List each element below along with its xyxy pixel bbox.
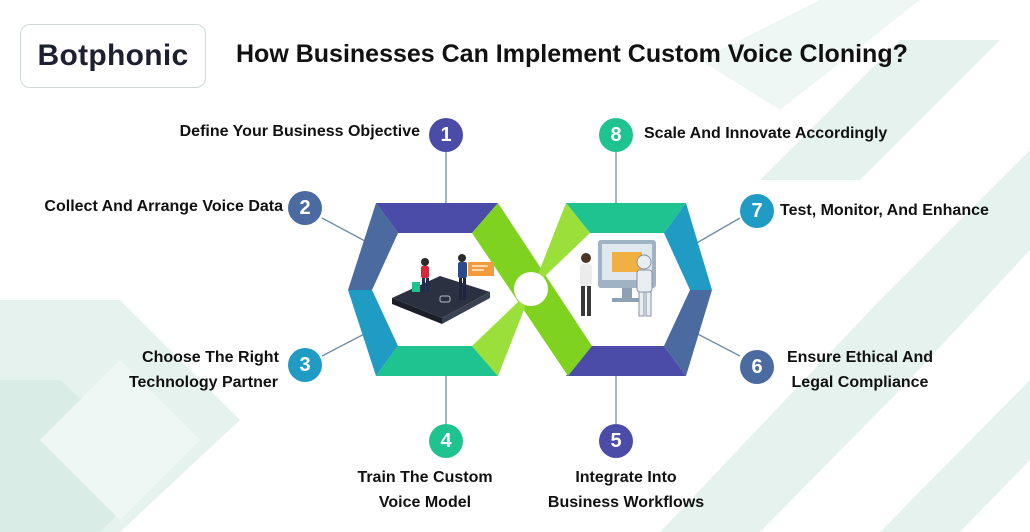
step-3-line-2: Technology Partner: [128, 374, 278, 391]
step-3-line-1: Choose The Right: [142, 349, 279, 366]
step-1-label: Define Your Business Objective: [180, 119, 420, 144]
step-1-badge: 1: [429, 118, 463, 152]
right-hexagon-ring: [566, 203, 712, 376]
step-7-badge: 7: [740, 194, 774, 228]
step-7-number: 7: [751, 199, 763, 222]
step-8-badge: 8: [599, 118, 633, 152]
step-8-label: Scale And Innovate Accordingly: [644, 121, 887, 146]
step-8-number: 8: [610, 123, 622, 146]
step-1-number: 1: [440, 123, 452, 146]
step-6-line-2: Legal Compliance: [791, 374, 929, 391]
brand-logo-text: Botphonic: [37, 39, 189, 72]
step-1-line-1: Define Your Business Objective: [179, 123, 420, 140]
step-2-badge: 2: [288, 191, 322, 225]
page-title: How Businesses Can Implement Custom Voic…: [236, 40, 908, 68]
step-3-badge: 3: [288, 348, 322, 382]
step-6-line-1: Ensure Ethical And: [786, 349, 934, 366]
step-6-label: Ensure Ethical And Legal Compliance: [780, 345, 940, 395]
step-5-line-1: Integrate Into: [575, 469, 677, 486]
step-7-line-1: Test, Monitor, And Enhance: [780, 202, 989, 219]
step-6-number: 6: [751, 355, 763, 378]
step-5-label: Integrate Into Business Workflows: [526, 465, 726, 515]
brand-logo: Botphonic: [20, 24, 206, 88]
step-3-number: 3: [299, 353, 311, 376]
step-4-label: Train The Custom Voice Model: [335, 465, 515, 515]
center-cross-band: [472, 203, 592, 376]
step-5-badge: 5: [599, 424, 633, 458]
step-5-line-2: Business Workflows: [547, 494, 705, 511]
step-2-label: Collect And Arrange Voice Data: [44, 194, 283, 219]
step-6-badge: 6: [740, 350, 774, 384]
left-hexagon-ring: [348, 203, 498, 376]
step-7-label: Test, Monitor, And Enhance: [780, 198, 989, 223]
business-team-presentation-illustration: [392, 254, 494, 324]
step-3-label: Choose The Right Technology Partner: [128, 345, 279, 395]
step-4-badge: 4: [429, 424, 463, 458]
step-2-line-1: Collect And Arrange Voice Data: [44, 198, 283, 215]
robot-and-person-at-screen-illustration: [580, 240, 656, 317]
step-5-number: 5: [610, 429, 622, 452]
step-4-number: 4: [440, 429, 452, 452]
step-2-number: 2: [299, 196, 311, 219]
step-8-line-1: Scale And Innovate Accordingly: [644, 125, 888, 142]
step-4-line-1: Train The Custom: [357, 469, 493, 486]
step-4-line-2: Voice Model: [378, 494, 472, 511]
